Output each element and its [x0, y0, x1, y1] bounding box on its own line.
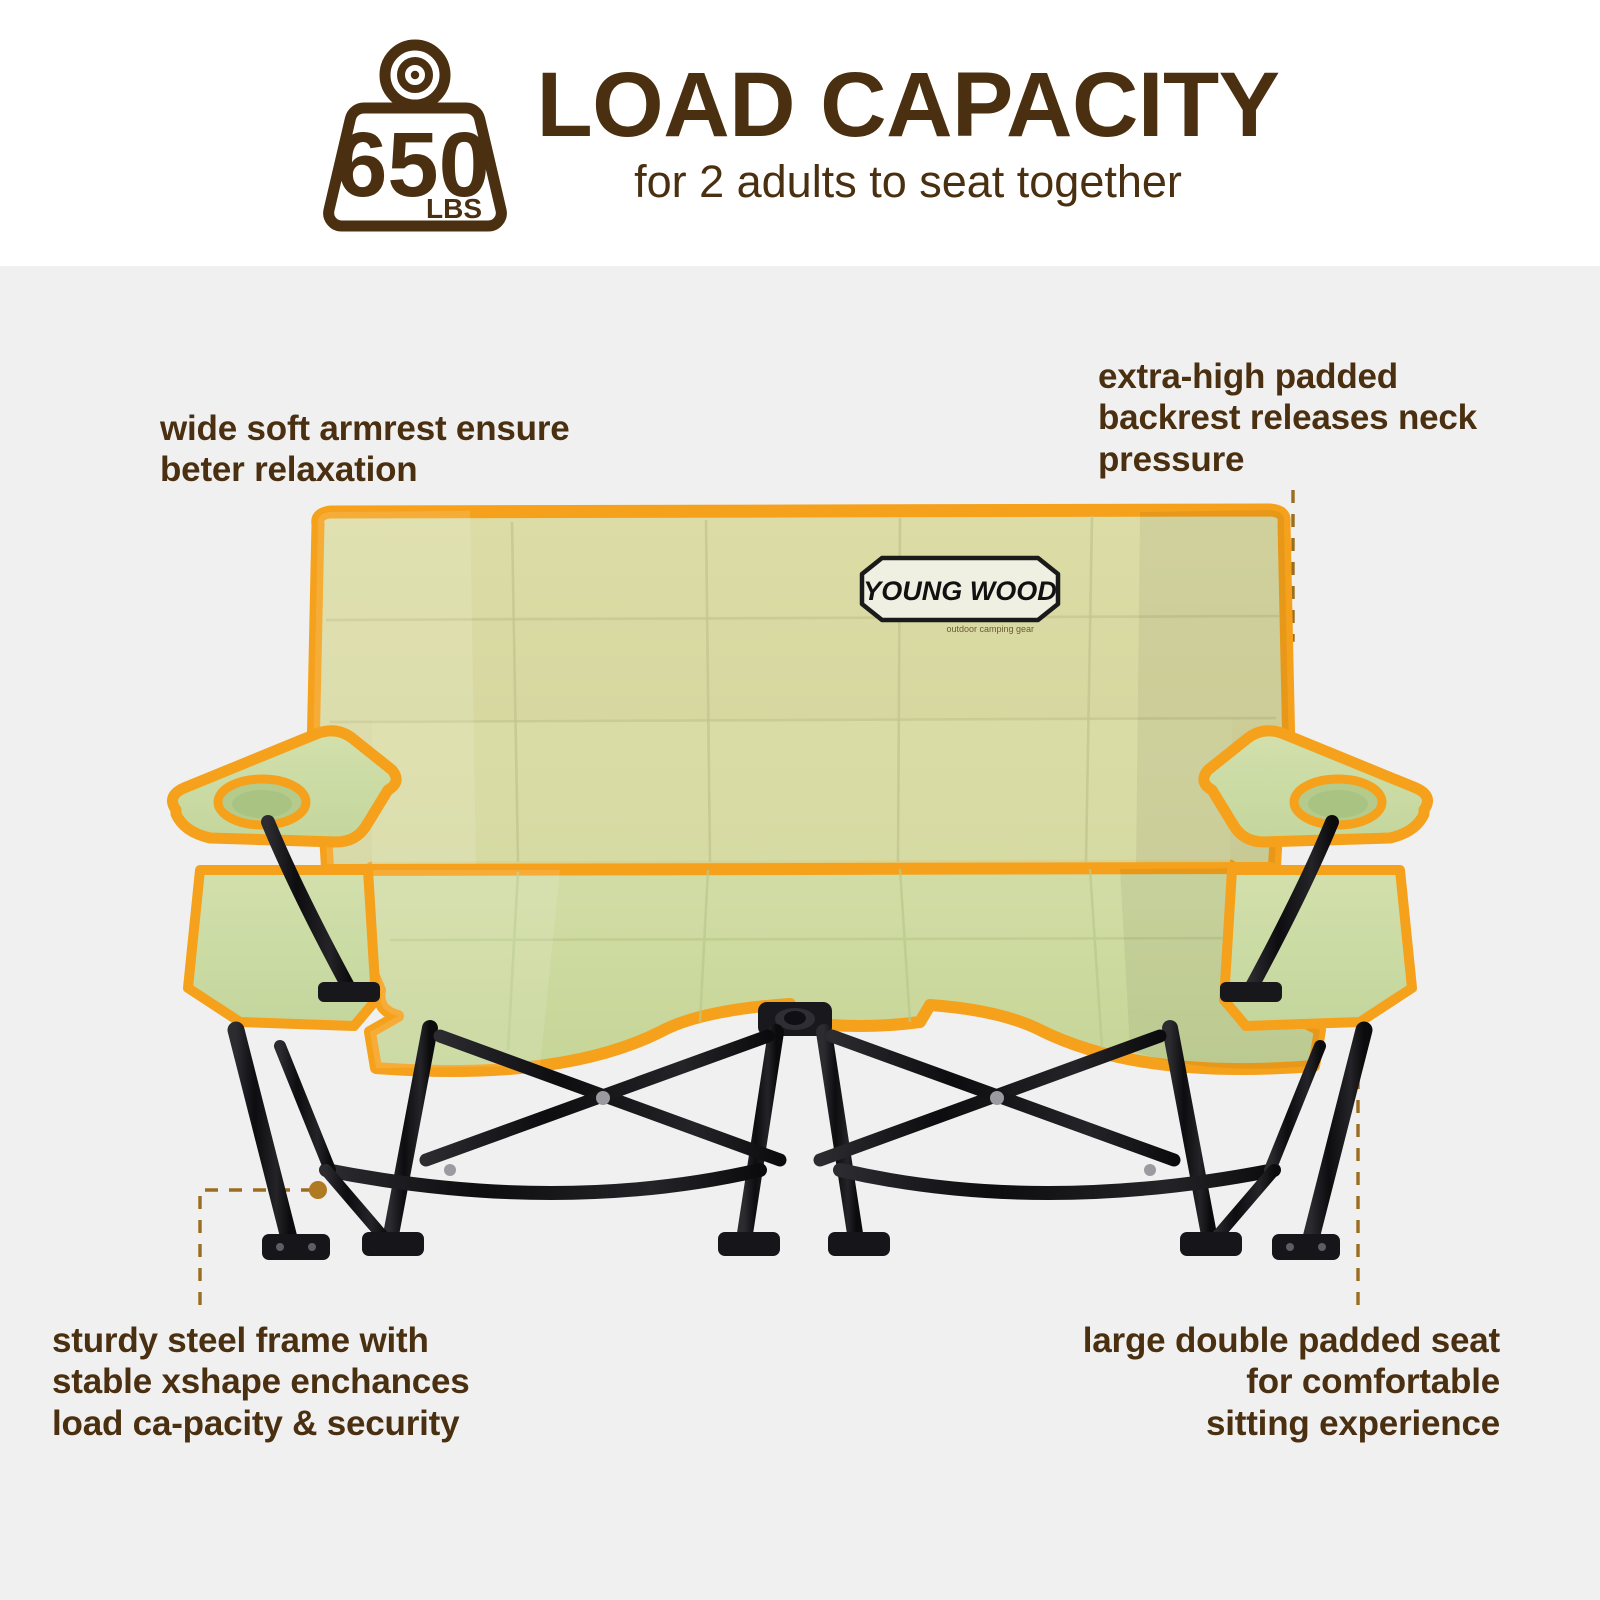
callout-label-backrest: extra-high padded backrest releases neck… [1098, 356, 1568, 480]
product-image-chair: YOUNG WOOD outdoor camping gear [166, 503, 1434, 1260]
feet-screws [276, 1243, 1326, 1251]
brand-logo: YOUNG WOOD outdoor camping gear [859, 555, 1061, 634]
callout-line: for comfortable [1246, 1362, 1500, 1402]
callout-label-armrest: wide soft armrest ensure beter relaxatio… [160, 408, 760, 491]
brand-name: YOUNG WOOD [863, 576, 1057, 606]
cup-holder-left-icon [213, 774, 311, 830]
frame-rivets [444, 1091, 1156, 1176]
callout-line: pressure [1098, 439, 1245, 479]
header-text-block: LOAD CAPACITY for 2 adults to seat toget… [536, 54, 1280, 207]
callout-label-seat: large double padded seat for comfortable… [1010, 1320, 1500, 1444]
weight-icon: 650 LBS [323, 39, 508, 232]
callout-line: large double padded seat [1082, 1321, 1500, 1360]
callout-line: backrest releases neck [1098, 398, 1477, 438]
page-subtitle: for 2 adults to seat together [634, 155, 1182, 207]
callout-line: stable xshape enchances [52, 1362, 470, 1402]
callout-line: wide soft armrest ensure [160, 409, 570, 448]
header-content: 650 LBS LOAD CAPACITY for 2 adults to se… [0, 0, 1600, 266]
weight-unit: LBS [426, 193, 482, 224]
chair-feet [262, 1232, 1340, 1260]
page-title: LOAD CAPACITY [536, 54, 1280, 157]
callout-dot-frame [309, 1181, 327, 1199]
cup-holder-right-icon [1289, 774, 1387, 830]
callout-line: extra-high padded [1098, 357, 1398, 396]
chair-backrest [305, 503, 1297, 919]
header-band: 650 LBS LOAD CAPACITY for 2 adults to se… [0, 0, 1600, 266]
callout-line: sturdy steel frame with [52, 1321, 429, 1360]
callout-line: sitting experience [1205, 1403, 1500, 1443]
armrest-left [166, 725, 402, 1031]
weight-value: 650 [337, 114, 491, 216]
callout-label-frame: sturdy steel frame with stable xshape en… [52, 1320, 572, 1444]
armrest-right [1198, 725, 1434, 1031]
callout-line: beter relaxation [160, 450, 418, 490]
brand-tagline: outdoor camping gear [946, 624, 1034, 634]
callout-line: load ca-pacity & security [52, 1403, 460, 1443]
